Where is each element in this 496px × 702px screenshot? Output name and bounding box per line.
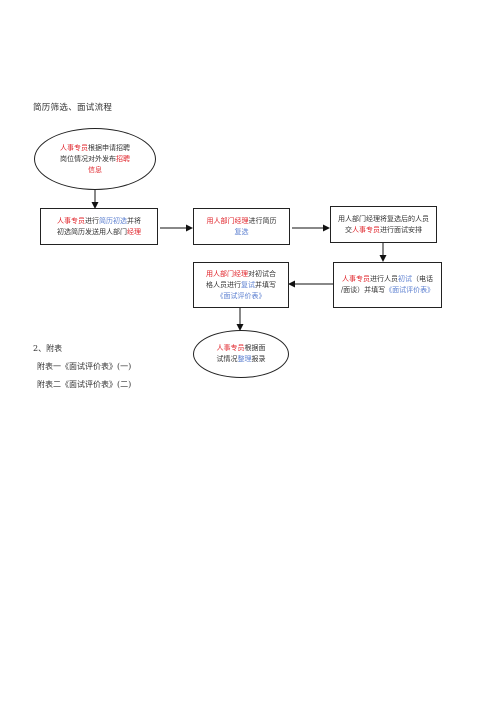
node-text-run: 初试 — [397, 275, 412, 283]
node-text-run: 简历初选 — [99, 216, 127, 225]
flow-node-report: 人事专员根据面试情况整理报录 — [193, 330, 289, 378]
node-text-line: 《面试评价表》 — [206, 291, 276, 302]
node-text-run: 信息 — [88, 165, 102, 174]
node-text-run: 进行简历 — [248, 216, 277, 225]
node-text-run: 并将 — [127, 216, 141, 225]
appendix-heading: 2、附表 — [33, 344, 63, 353]
appendix-item-1: 附表一《面试评价表》(一) — [37, 362, 132, 371]
node-text-run: 招聘 — [116, 154, 130, 163]
node-text-line: 用人部门经理将复选后的人员 — [338, 214, 429, 225]
node-text-run: 用人部门经理将复选后的人员 — [338, 214, 429, 223]
flow-node-manager-review: 用人部门经理进行简历复选 — [193, 208, 290, 245]
flow-node-publish: 人事专员根据申请招聘岗位情况对外发布招聘信息 — [34, 128, 156, 190]
node-text-run: 对初试合 — [248, 269, 276, 278]
node-text-run: 进行 — [85, 216, 99, 225]
node-text-run: 人事专员 — [352, 225, 380, 234]
node-text-run: 人事专员 — [60, 143, 88, 152]
node-text-run: 《面试评价表》 — [216, 291, 266, 300]
node-text-run: 交 — [345, 225, 352, 234]
node-text-run: 用人部门经理 — [206, 269, 248, 278]
node-text-run: 人事专员 — [57, 216, 85, 225]
node-text-line: 人事专员根据面 — [217, 343, 266, 354]
node-text-run: 复选 — [234, 227, 249, 236]
node-text-run: 进行面试安排 — [380, 225, 422, 234]
node-text-line: 试情况整理报录 — [217, 354, 266, 365]
node-text-run: 试情况 — [216, 355, 238, 363]
node-text-line: /面谈）并填写《面试评价表》 — [341, 285, 434, 296]
node-text-run: 人事专员 — [216, 344, 245, 352]
node-text-run: 《面试评价表》 — [385, 286, 435, 294]
node-text-run: 报录 — [251, 355, 266, 363]
node-text-run: 进行人员 — [369, 275, 398, 283]
node-text-run: 根据面 — [244, 344, 266, 352]
node-text-line: 岗位情况对外发布招聘 — [60, 154, 130, 165]
node-text-run: /面谈）并填写 — [340, 286, 386, 294]
node-text-line: 复选 — [207, 227, 277, 238]
node-text-line: 人事专员进行人员初试（电话 — [341, 274, 434, 285]
appendix-item-2: 附表二《面试评价表》(二) — [37, 380, 132, 389]
node-text-run: 初选简历发送用人部门 — [57, 227, 127, 236]
flow-node-first-interview: 人事专员进行人员初试（电话/面谈）并填写《面试评价表》 — [333, 262, 442, 308]
node-text-line: 交人事专员进行面试安排 — [338, 225, 429, 236]
node-text-run: （电话 — [411, 275, 433, 283]
node-text-run: 格人员进行 — [206, 280, 241, 289]
section-title: 简历筛选、面试流程 — [33, 103, 113, 113]
node-text-run: 复试 — [241, 280, 255, 289]
node-text-line: 信息 — [60, 165, 130, 176]
node-text-run: 用人部门经理 — [206, 216, 249, 225]
node-text-run: 并填写 — [255, 280, 276, 289]
node-text-line: 初选简历发送用人部门经理 — [57, 227, 141, 238]
node-text-line: 用人部门经理进行简历 — [207, 216, 277, 227]
node-text-run: 整理 — [237, 355, 252, 363]
node-text-line: 用人部门经理对初试合 — [206, 269, 276, 280]
flow-node-second-interview: 用人部门经理对初试合格人员进行复试并填写《面试评价表》 — [193, 262, 289, 308]
node-text-run: 根据申请招聘 — [88, 143, 130, 152]
node-text-line: 人事专员根据申请招聘 — [60, 143, 130, 154]
node-text-run: 人事专员 — [341, 275, 370, 283]
node-text-line: 人事专员进行简历初选并将 — [57, 216, 141, 227]
flow-node-arrange-interview: 用人部门经理将复选后的人员交人事专员进行面试安排 — [330, 206, 437, 243]
node-text-run: 经理 — [127, 227, 141, 236]
node-text-line: 格人员进行复试并填写 — [206, 280, 276, 291]
node-text-run: 岗位情况对外发布 — [60, 154, 116, 163]
flow-node-initial-screen: 人事专员进行简历初选并将初选简历发送用人部门经理 — [40, 208, 158, 245]
